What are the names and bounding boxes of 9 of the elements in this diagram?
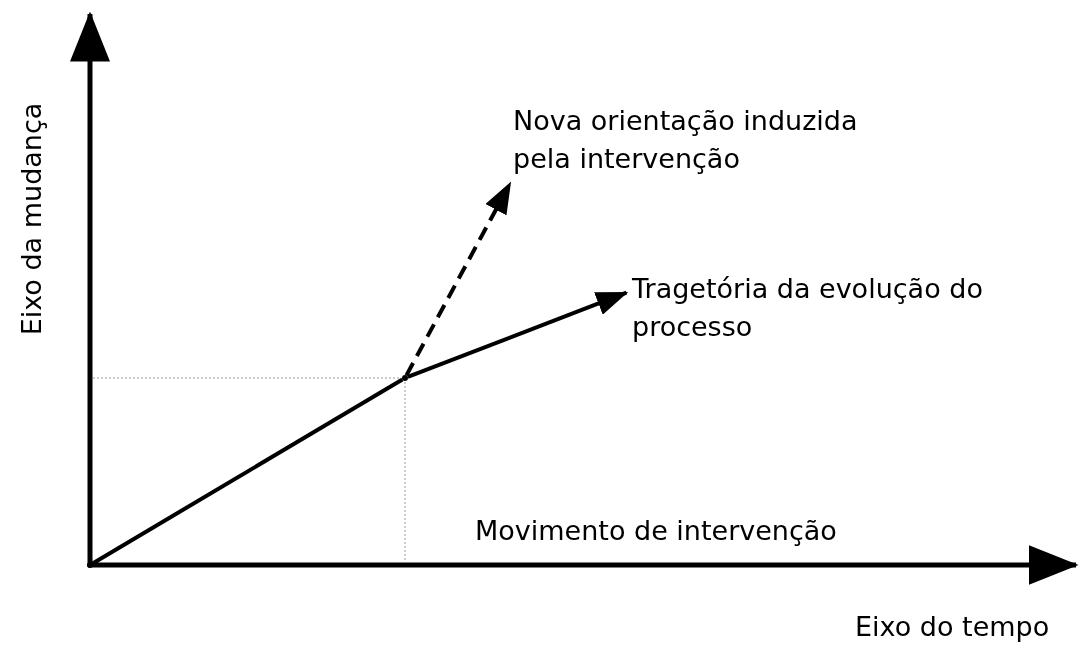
dashed-arrow: [404, 181, 512, 377]
axis-label: Eixo da mudança: [15, 101, 48, 338]
axis-annotation: Movimento de intervenção: [475, 514, 837, 548]
arrow: [407, 290, 629, 379]
junction-point: [402, 375, 408, 381]
annotation-text: Tragetória da evolução do processo: [632, 272, 984, 344]
annotation-text: Nova orientação induzida pela intervenção: [513, 104, 859, 176]
axis-label: Eixo do tempo: [855, 610, 1050, 644]
trajectory-line: [91, 377, 404, 566]
